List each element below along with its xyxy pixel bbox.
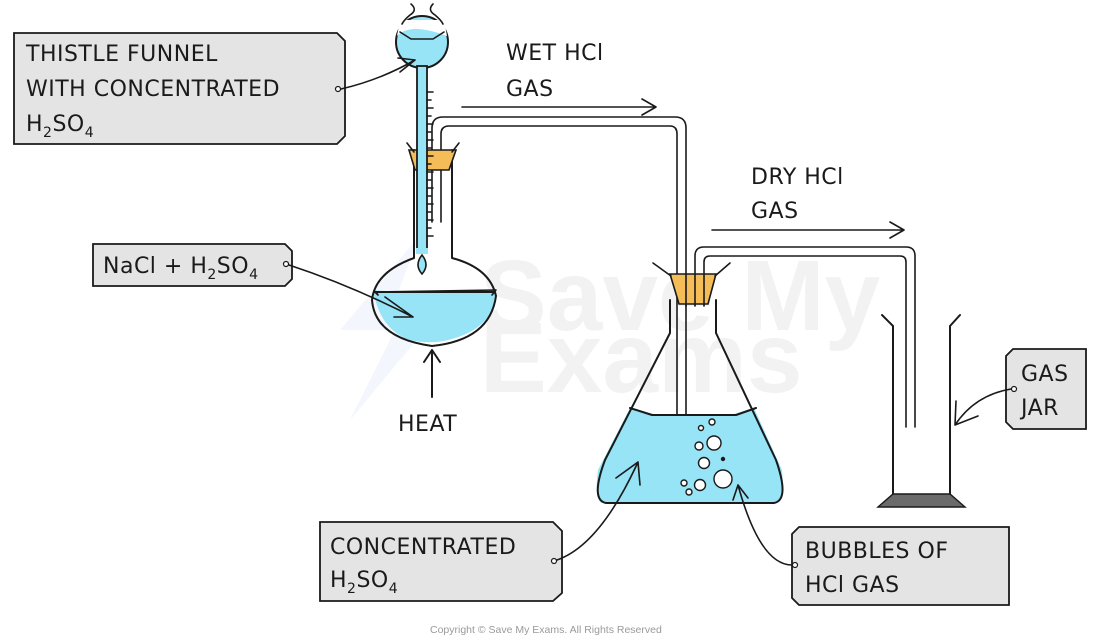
label-gas-jar: GAS JAR	[954, 348, 1087, 430]
label-reactants: NaCl + H2SO4	[92, 243, 414, 318]
bubbles-line2: HCl GAS	[805, 573, 900, 598]
copyright-notice: Copyright © Save My Exams. All Rights Re…	[430, 624, 662, 636]
wet-gas-arrow	[461, 98, 657, 116]
dry-gas-line1: DRY HCl	[751, 165, 844, 190]
wet-gas-line1: WET HCl	[506, 41, 604, 66]
wet-gas-line2: GAS	[506, 77, 554, 102]
conc-acid-line1: CONCENTRATED	[330, 535, 516, 560]
conc-acid-line2: H2SO4	[330, 568, 398, 597]
heat-arrow	[423, 349, 441, 398]
gas-jar-line1: GAS	[1021, 362, 1069, 387]
thistle-funnel	[395, 3, 449, 276]
stopper-round-flask	[407, 149, 458, 171]
gas-jar	[876, 314, 967, 508]
thistle-funnel-line2: WITH CONCENTRATED	[26, 77, 280, 102]
label-concentrated-acid: CONCENTRATED H2SO4	[319, 461, 641, 602]
reactants-text: NaCl + H2SO4	[103, 254, 259, 283]
label-bubbles: BUBBLES OF HCl GAS	[732, 484, 1010, 606]
watermark-line2: Exams	[480, 302, 802, 414]
label-thistle-funnel: THISTLE FUNNEL WITH CONCENTRATED H2SO4	[13, 32, 416, 145]
watermark: Save My Exams	[340, 235, 881, 420]
stopper-conical-flask	[668, 273, 718, 305]
delivery-tube-dry	[694, 246, 916, 428]
conical-flask	[596, 299, 784, 504]
thistle-funnel-line3: H2SO4	[26, 112, 94, 141]
round-bottom-flask	[371, 149, 497, 347]
bubbles-line1: BUBBLES OF	[805, 539, 948, 564]
dry-gas-arrow	[711, 221, 905, 239]
heat-label: HEAT	[398, 412, 457, 437]
gas-jar-line2: JAR	[1019, 396, 1059, 421]
hcl-bubbles	[680, 418, 733, 496]
thistle-funnel-line1: THISTLE FUNNEL	[25, 42, 218, 67]
dry-gas-line2: GAS	[751, 199, 799, 224]
